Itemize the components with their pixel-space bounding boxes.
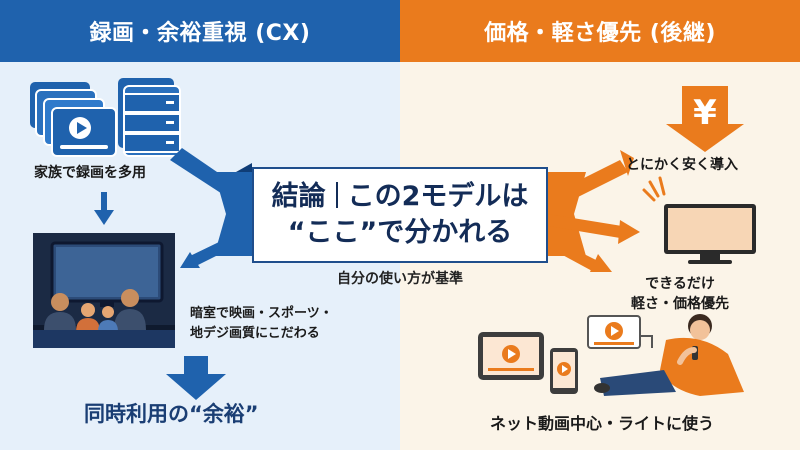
tablet-icon (478, 332, 544, 380)
left-header: 録画・余裕重視 (CX) (0, 0, 400, 62)
theater-label-line2: 地デジ画質にこだわる (190, 326, 320, 341)
relaxing-person-illustration (594, 314, 744, 396)
conclusion-tag: 結論 (271, 181, 326, 212)
conclusion-line1: 結論この2モデルは (272, 179, 529, 215)
theater-label: 暗室で映画・スポーツ・ 地デジ画質にこだわる (190, 304, 333, 344)
conclusion-text-a: この2モデルは (347, 181, 529, 212)
yen-symbol: ¥ (693, 93, 717, 133)
conclusion-box: 結論この2モデルは “ここ”で分かれる (252, 167, 548, 263)
left-ribbon-arrows (170, 148, 258, 268)
conclusion-line2: “ここ”で分かれる (287, 217, 513, 248)
result-label: 同時利用の“余裕” (84, 402, 259, 426)
recorded-video-stack-icon (30, 82, 117, 157)
conclusion-subtitle: 自分の使い方が基準 (337, 271, 463, 287)
arrow-down-large-icon (166, 356, 226, 400)
light-label: できるだけ 軽さ・価格優先 (630, 274, 730, 314)
arrow-down-small-icon (94, 192, 114, 225)
smartphone-icon (550, 348, 578, 394)
theater-label-line1: 暗室で映画・スポーツ・ (190, 306, 333, 321)
light-label-line1: できるだけ (645, 276, 715, 292)
thin-tv-illustration (642, 176, 756, 264)
cheap-label: とにかく安く導入 (626, 157, 738, 173)
right-header: 価格・軽さ優先 (後継) (400, 0, 800, 62)
light-label-line2: 軽さ・価格優先 (631, 296, 729, 312)
recorder-device-stack-icon (118, 78, 181, 157)
right-ribbon-arrows (546, 150, 640, 272)
right-header-title: 価格・軽さ優先 (後継) (484, 21, 716, 46)
left-header-title: 録画・余裕重視 (CX) (89, 21, 311, 46)
yen-arrow-icon: ¥ (666, 86, 744, 152)
video-player-window-icon (587, 315, 653, 349)
home-theater-illustration (33, 233, 175, 348)
recording-label: 家族で録画を多用 (34, 165, 146, 181)
conclusion-divider (335, 182, 338, 208)
net-label: ネット動画中心・ライトに使う (490, 414, 715, 433)
